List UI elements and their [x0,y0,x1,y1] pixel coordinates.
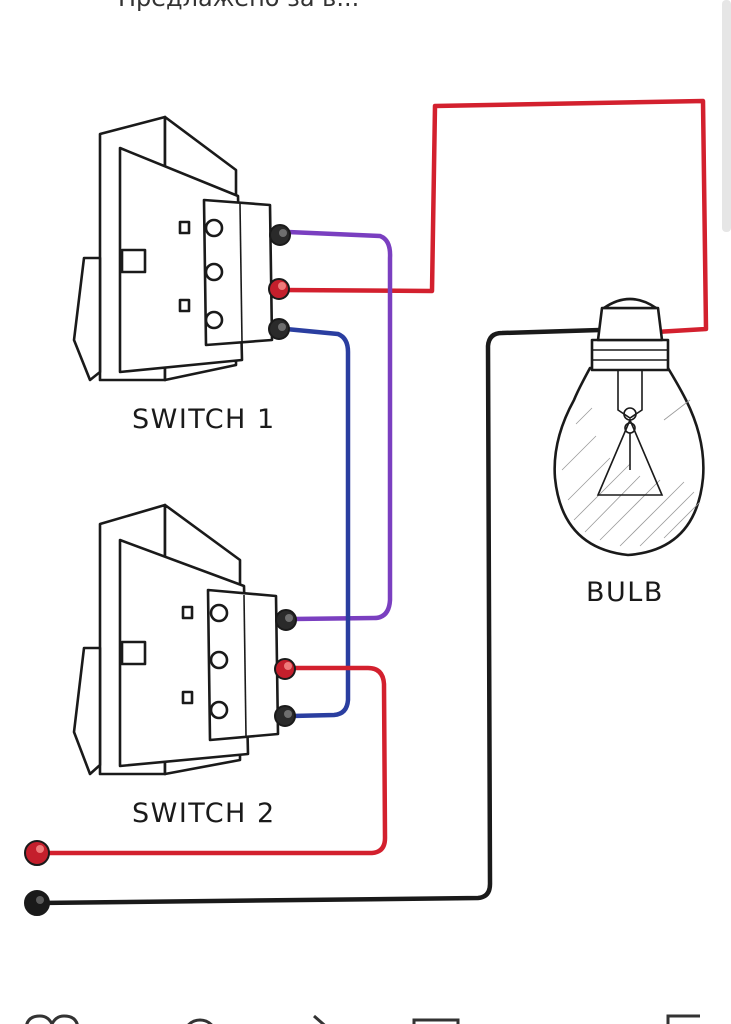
search-icon[interactable] [184,1018,216,1024]
wires [35,98,709,906]
switch-2 [72,503,297,776]
label-switch-2: SWITCH 2 [132,798,276,829]
heart-icon[interactable] [25,1014,79,1024]
label-bulb: BULB [586,577,664,608]
wire-live-supply-switch2 [35,665,388,856]
scrollbar[interactable] [722,0,731,232]
supply-live-terminal [24,840,50,866]
label-switch-1: SWITCH 1 [132,404,276,435]
bulb [553,297,705,557]
wire-live-switch1-bulb [279,98,709,335]
switch-1 [72,115,291,382]
supply-neutral-terminal [24,890,50,916]
switch1-terminal-middle [268,278,290,300]
gallery-icon[interactable] [412,1018,460,1024]
crop-icon[interactable] [666,1014,700,1024]
share-icon[interactable] [313,1014,330,1024]
supply-terminals [24,840,50,916]
switch2-terminal-middle [274,658,296,680]
bottom-nav [25,1014,700,1024]
header-caption: Предлажено за в... [118,0,359,12]
wire-traveler-purple [285,229,393,622]
wire-traveler-blue [283,326,351,719]
wire-neutral-supply-bulb [35,327,603,906]
